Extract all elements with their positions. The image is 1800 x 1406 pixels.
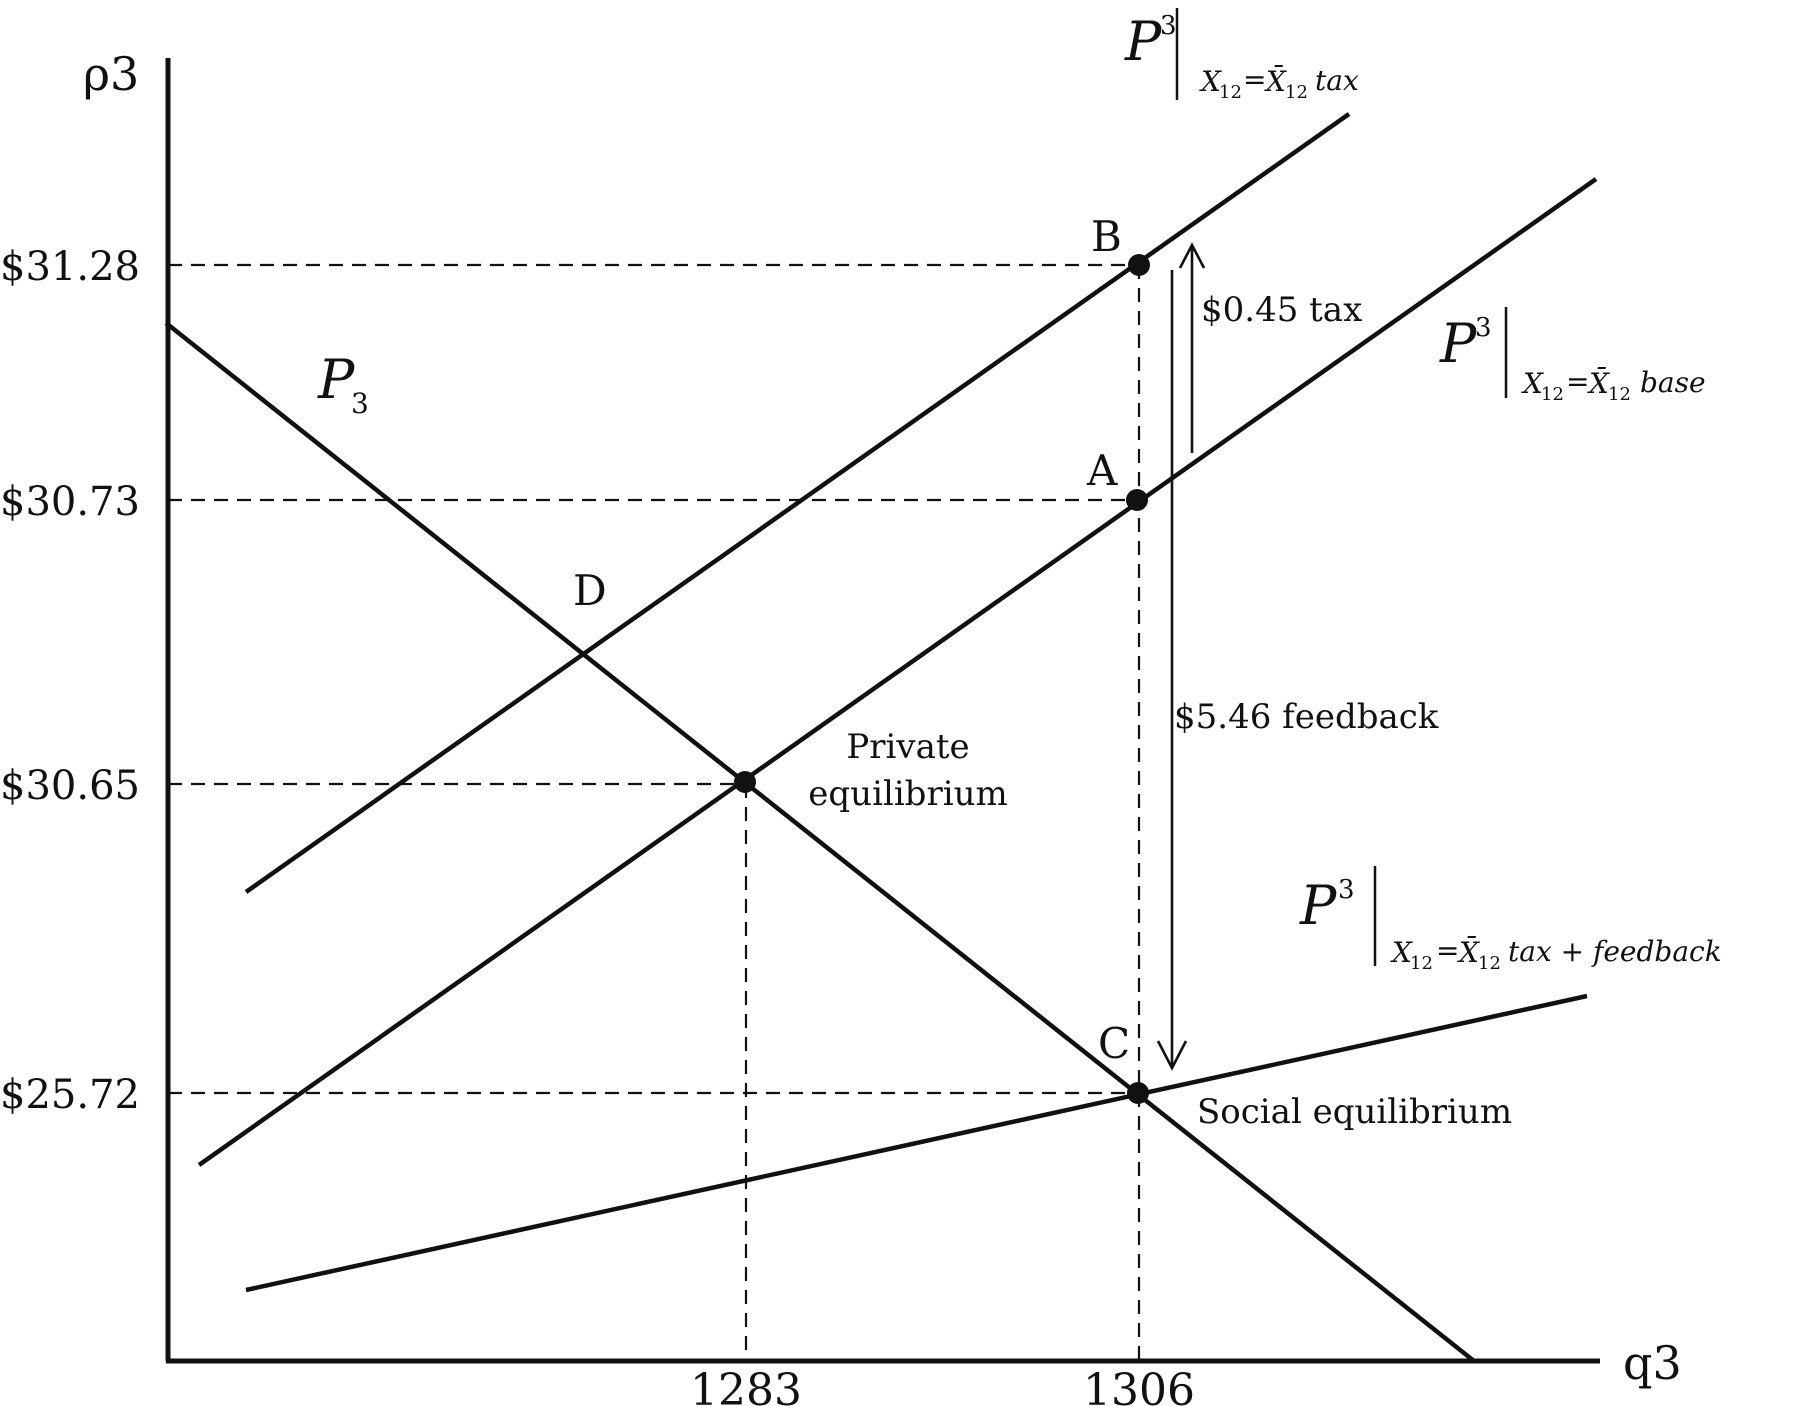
svg-text:tax: tax: [1315, 64, 1359, 97]
svg-text:12: 12: [1410, 953, 1433, 974]
feedback-amount-label: $5.46 feedback: [1174, 697, 1439, 737]
svg-text:X̄: X̄: [1587, 366, 1610, 400]
y-tick-30-65: $30.65: [0, 763, 140, 809]
supply-base-label: P 3 X 12 = X̄ 12 base: [1439, 307, 1706, 405]
y-tick-31-28: $31.28: [0, 244, 140, 290]
supply-base-curve: [197, 177, 1598, 1167]
svg-text:3: 3: [351, 387, 369, 420]
svg-text:3: 3: [1338, 875, 1355, 905]
tax-amount-label: $0.45 tax: [1201, 290, 1362, 330]
svg-text:=: =: [1436, 934, 1459, 967]
svg-text:X: X: [1199, 65, 1222, 98]
private-equilibrium-line2: equilibrium: [808, 774, 1007, 814]
svg-text:X: X: [1390, 936, 1413, 969]
point-c: [1127, 1082, 1149, 1104]
svg-text:12: 12: [1478, 953, 1501, 974]
supply-feedback-label: P 3 X 12 = X̄ 12 tax + feedback: [1299, 866, 1722, 974]
svg-text:P: P: [1299, 874, 1338, 937]
y-tick-25-72: $25.72: [0, 1072, 140, 1118]
demand-curve: [164, 321, 1476, 1363]
x-tick-1306: 1306: [1083, 1365, 1195, 1406]
feedback-arrow: [1156, 270, 1188, 1071]
y-axis-label: ρ3: [83, 47, 139, 101]
label-d: D: [573, 566, 607, 615]
svg-text:P: P: [1439, 312, 1478, 375]
svg-text:12: 12: [1608, 384, 1631, 405]
svg-text:tax + feedback: tax + feedback: [1508, 935, 1722, 968]
svg-text:P: P: [1124, 10, 1163, 73]
private-equilibrium-line1: Private: [846, 727, 969, 767]
point-a: [1126, 489, 1148, 511]
x-axis-label: q3: [1623, 1336, 1682, 1390]
label-c: C: [1098, 1019, 1130, 1068]
label-b: B: [1091, 212, 1122, 261]
supply-tax-label: P 3 X 12 = X̄ 12 tax: [1124, 8, 1359, 103]
social-equilibrium-label: Social equilibrium: [1197, 1092, 1512, 1132]
supply-tax-curve: [244, 112, 1351, 894]
svg-text:=: =: [1566, 365, 1589, 398]
supply-feedback-curve: [245, 993, 1588, 1293]
svg-text:3: 3: [1160, 11, 1177, 41]
svg-text:3: 3: [1475, 313, 1492, 343]
tax-arrow: [1178, 242, 1206, 453]
svg-text:12: 12: [1219, 82, 1242, 103]
svg-text:X: X: [1521, 367, 1544, 400]
demand-curve-label: P 3: [317, 348, 369, 420]
point-b: [1128, 254, 1150, 276]
svg-text:base: base: [1640, 366, 1706, 399]
svg-text:P: P: [317, 348, 356, 411]
x-tick-1283: 1283: [690, 1365, 802, 1406]
svg-text:=: =: [1243, 63, 1266, 96]
svg-text:X̄: X̄: [1457, 935, 1480, 969]
svg-text:X̄: X̄: [1264, 64, 1287, 98]
svg-text:12: 12: [1285, 82, 1308, 103]
label-a: A: [1086, 446, 1118, 495]
svg-text:12: 12: [1541, 384, 1564, 405]
y-tick-30-73: $30.73: [0, 479, 140, 525]
point-private-equilibrium: [734, 771, 756, 793]
